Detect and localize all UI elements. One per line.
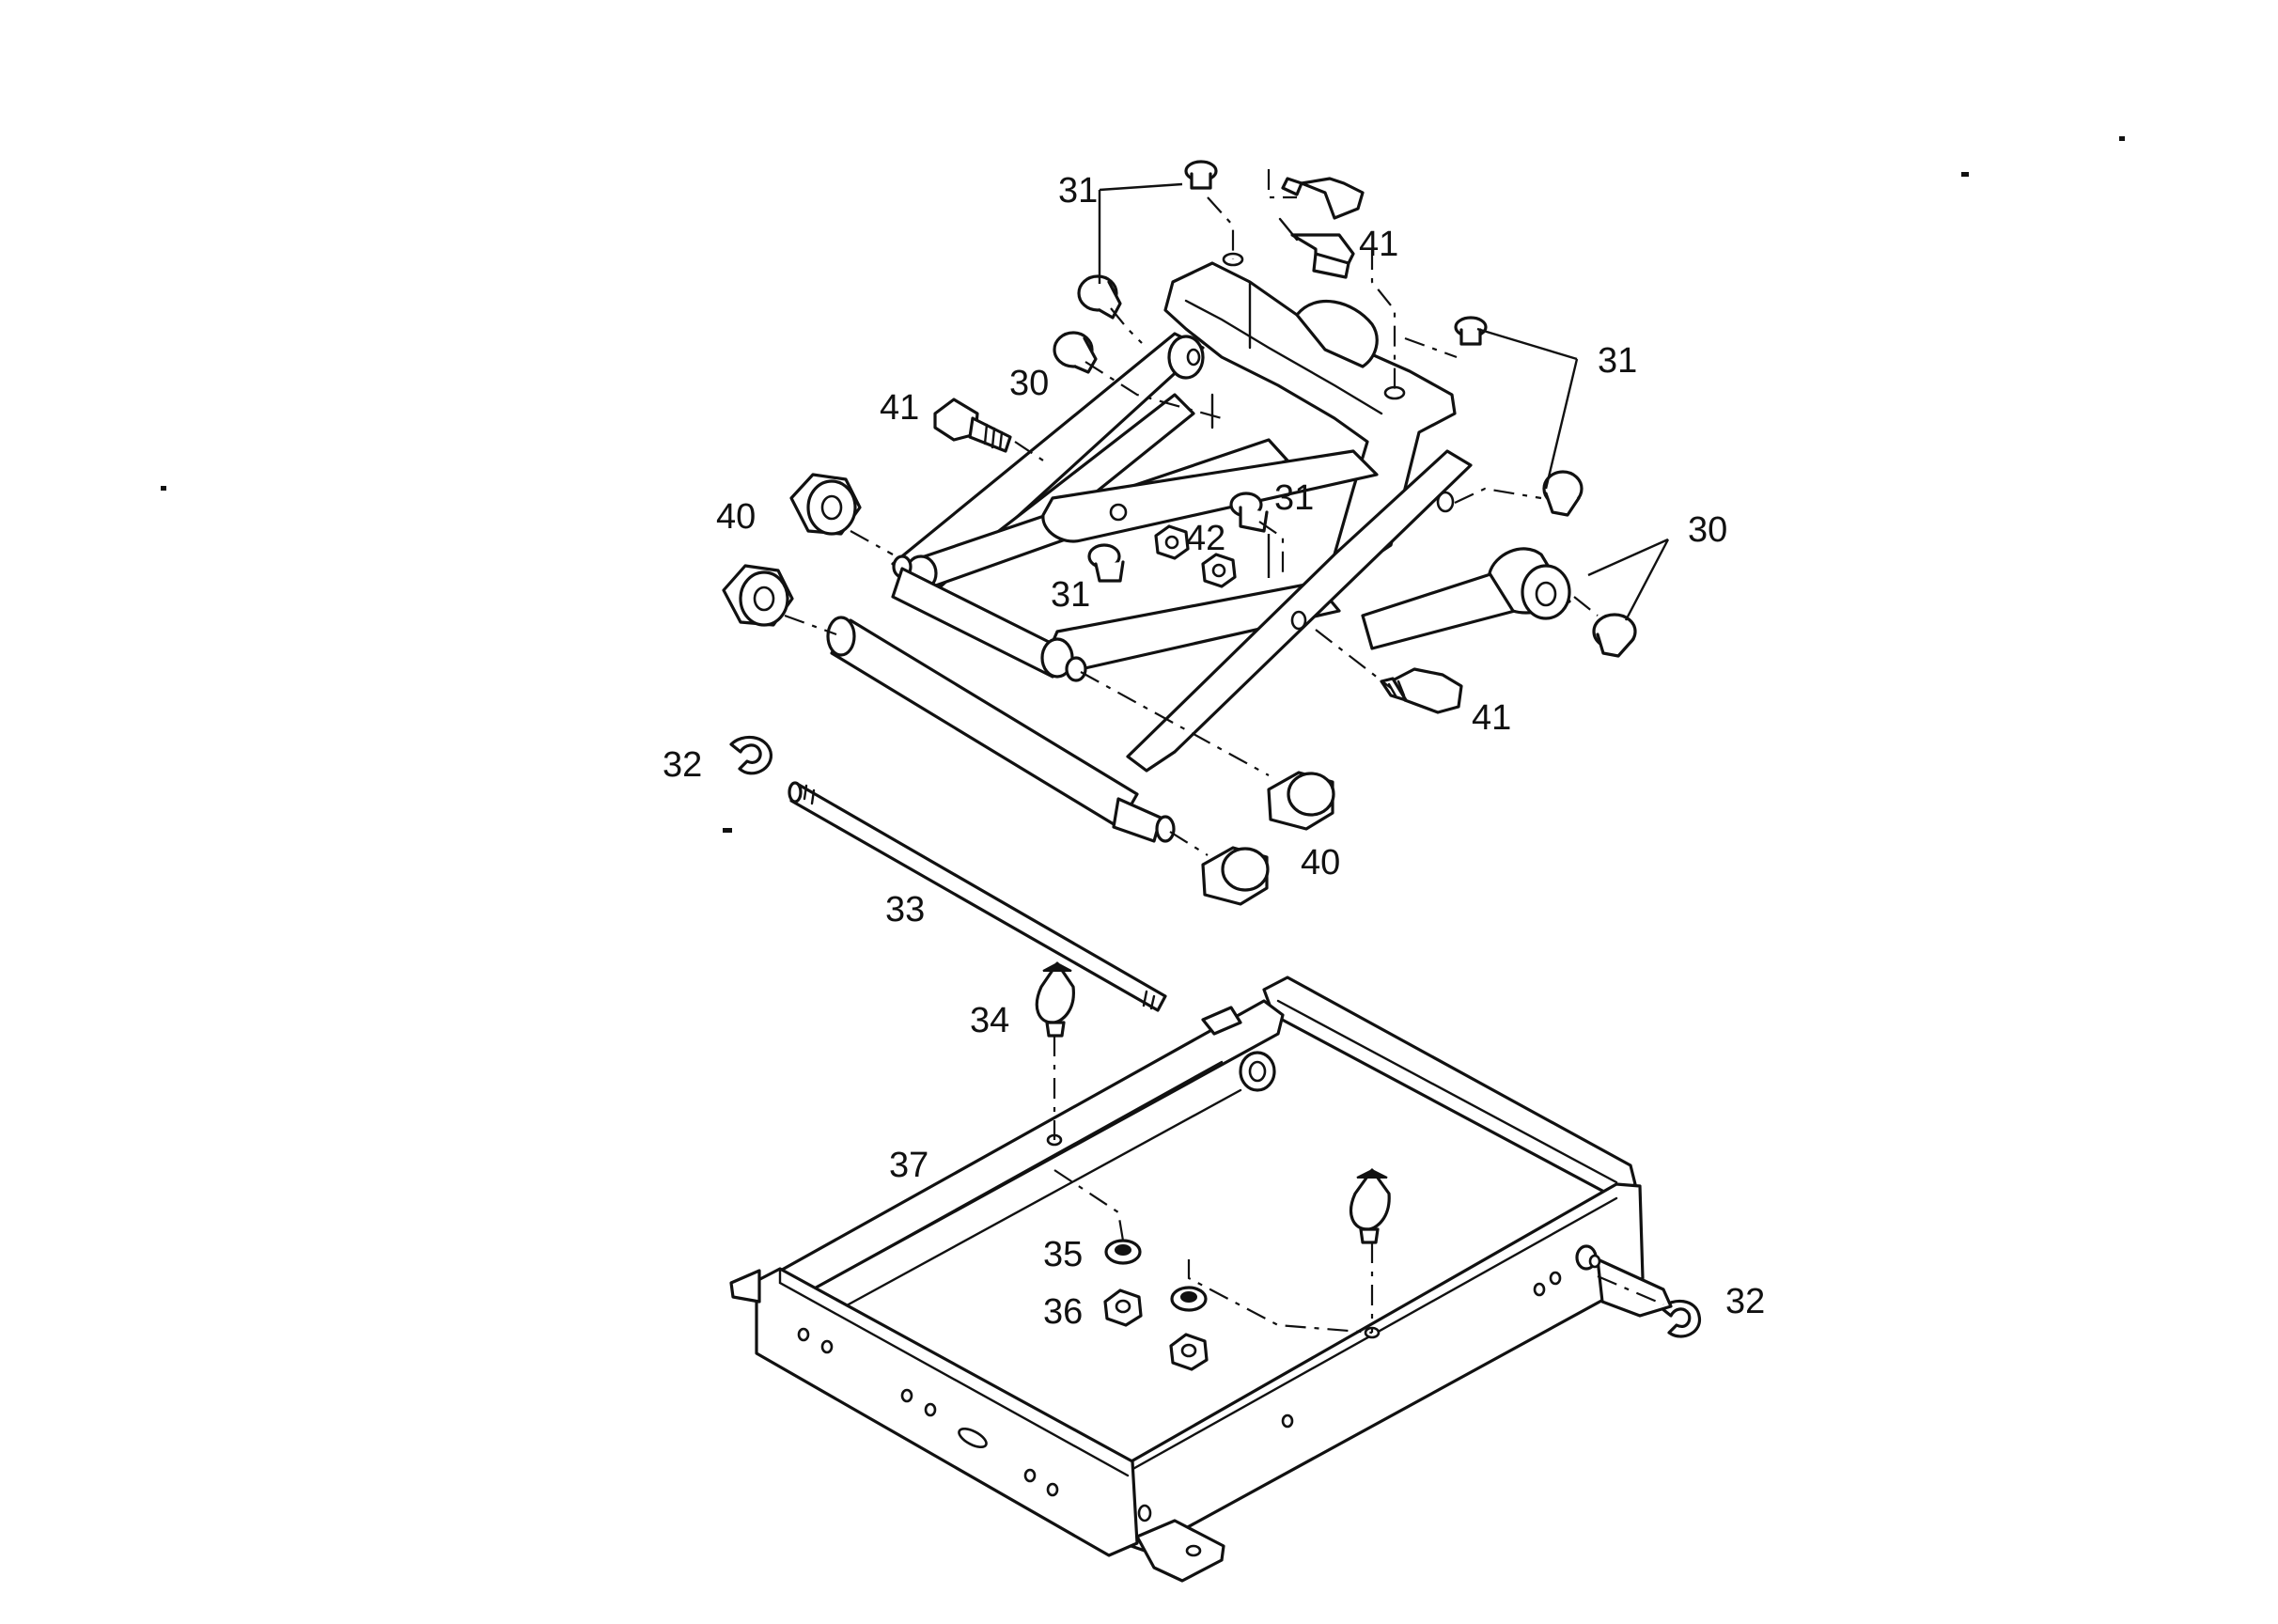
rubber-stop-34-left (1035, 961, 1075, 1038)
callout-36: 36 (1043, 1292, 1083, 1332)
nut-42 (1154, 524, 1237, 588)
upper-roller-tube (891, 567, 1087, 682)
rubber-stop-34-right (1350, 1168, 1391, 1244)
bushing-30-upper (1053, 331, 1098, 374)
shoulder-bolt-41-top (1278, 177, 1365, 279)
nut-36-right (1169, 1333, 1209, 1371)
shoulder-bolt-41-lower (1380, 667, 1463, 714)
left-scissor-arm (891, 332, 1205, 589)
bushing-30-lower-right (1592, 613, 1637, 658)
right-pivot-tube (1488, 547, 1571, 620)
callout-31-center: 31 (1274, 478, 1314, 518)
shaft-rod-33 (788, 781, 1167, 1012)
callout-32-right: 32 (1725, 1282, 1765, 1321)
lower-roller-tube (826, 616, 1176, 843)
cap-screw-31-lower (1087, 543, 1125, 583)
spacer-40-lower-right (1267, 771, 1335, 831)
callout-30-right: 30 (1688, 510, 1727, 550)
washer-35-left (1104, 1239, 1142, 1265)
bushing-30-right (1542, 470, 1584, 517)
callout-34: 34 (970, 1001, 1009, 1040)
callout-35: 35 (1043, 1235, 1083, 1274)
fasteners (722, 160, 1701, 1371)
base-frame-37 (729, 976, 1673, 1583)
callout-41-top: 41 (1359, 225, 1398, 264)
callout-30-upper-left: 30 (1009, 364, 1049, 403)
callout-31-lower: 31 (1051, 575, 1090, 615)
callout-labels: 31 41 31 30 41 40 31 42 31 30 41 32 40 3… (663, 171, 1765, 1332)
upper-linkage-assembly (826, 252, 1571, 843)
callout-40-lower: 40 (1301, 843, 1340, 882)
shoulder-bolt-41-left (933, 398, 1012, 453)
nut-36-left (1103, 1288, 1143, 1327)
spacer-40-upper-left (789, 473, 862, 536)
cap-screw-31-center (1229, 492, 1269, 533)
callout-31-right: 31 (1598, 341, 1637, 381)
cap-screw-31-right (1454, 316, 1488, 346)
washer-35-right (1170, 1286, 1208, 1312)
bracket-hole (1383, 385, 1406, 400)
callout-32-left: 32 (663, 745, 702, 785)
bushing-30-top-left (1077, 274, 1122, 320)
callout-41-left: 41 (880, 388, 919, 428)
bracket-hole (1436, 491, 1455, 513)
e-clip-32-left (729, 735, 772, 775)
callout-33: 33 (885, 890, 925, 929)
e-clip-32-right (1660, 1299, 1701, 1338)
cap-screw-31-top (1184, 160, 1218, 190)
callout-37: 37 (889, 1146, 928, 1185)
callout-31-top: 31 (1058, 171, 1098, 211)
leader-lines (1098, 182, 1670, 621)
callout-42: 42 (1186, 519, 1225, 558)
callout-41-lower: 41 (1472, 698, 1511, 738)
spacer-40-bottom (1201, 846, 1270, 906)
assembly-center-lines (784, 169, 1664, 1335)
spacer-40-lower-left (722, 564, 794, 627)
callout-40-left: 40 (716, 497, 756, 537)
scan-specks (161, 136, 2125, 833)
